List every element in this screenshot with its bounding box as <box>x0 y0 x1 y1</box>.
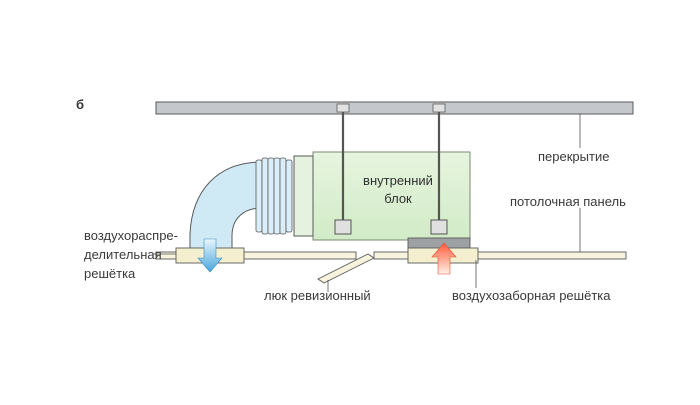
figure-letter: б <box>76 97 85 112</box>
supply-duct-elbow <box>189 161 263 251</box>
inspection-hatch-label: люк ревизионный <box>264 288 371 303</box>
indoor-unit-label-line1: внутренний <box>363 173 433 188</box>
supply-grille-label-line1: воздухораспре- <box>84 228 178 243</box>
leader-lines <box>153 114 581 292</box>
hanger-bracket-right <box>432 103 446 113</box>
indoor-unit-label: внутренний блок <box>338 172 458 208</box>
intake-grille-label: воздухозаборная решётка <box>452 288 611 303</box>
ceiling-panel-label: потолочная панель <box>510 194 626 209</box>
duct-collar <box>293 155 314 237</box>
supply-grille-label-line2: делительная <box>84 247 162 262</box>
hanger-nut-right <box>430 219 448 235</box>
supply-grille-label-line3: решётка <box>84 266 136 281</box>
ceiling-panel-left <box>155 251 357 260</box>
hanger-bracket-left <box>336 103 350 113</box>
supply-airflow-arrow-icon <box>197 238 223 273</box>
ceiling-slab <box>155 101 634 115</box>
flexible-duct <box>255 157 293 235</box>
ceiling-label: перекрытие <box>538 149 610 164</box>
intake-airflow-arrow-icon <box>431 242 457 275</box>
ceiling-panel-right <box>373 251 627 260</box>
indoor-unit-label-line2: блок <box>384 191 412 206</box>
hanger-nut-left <box>334 219 352 235</box>
